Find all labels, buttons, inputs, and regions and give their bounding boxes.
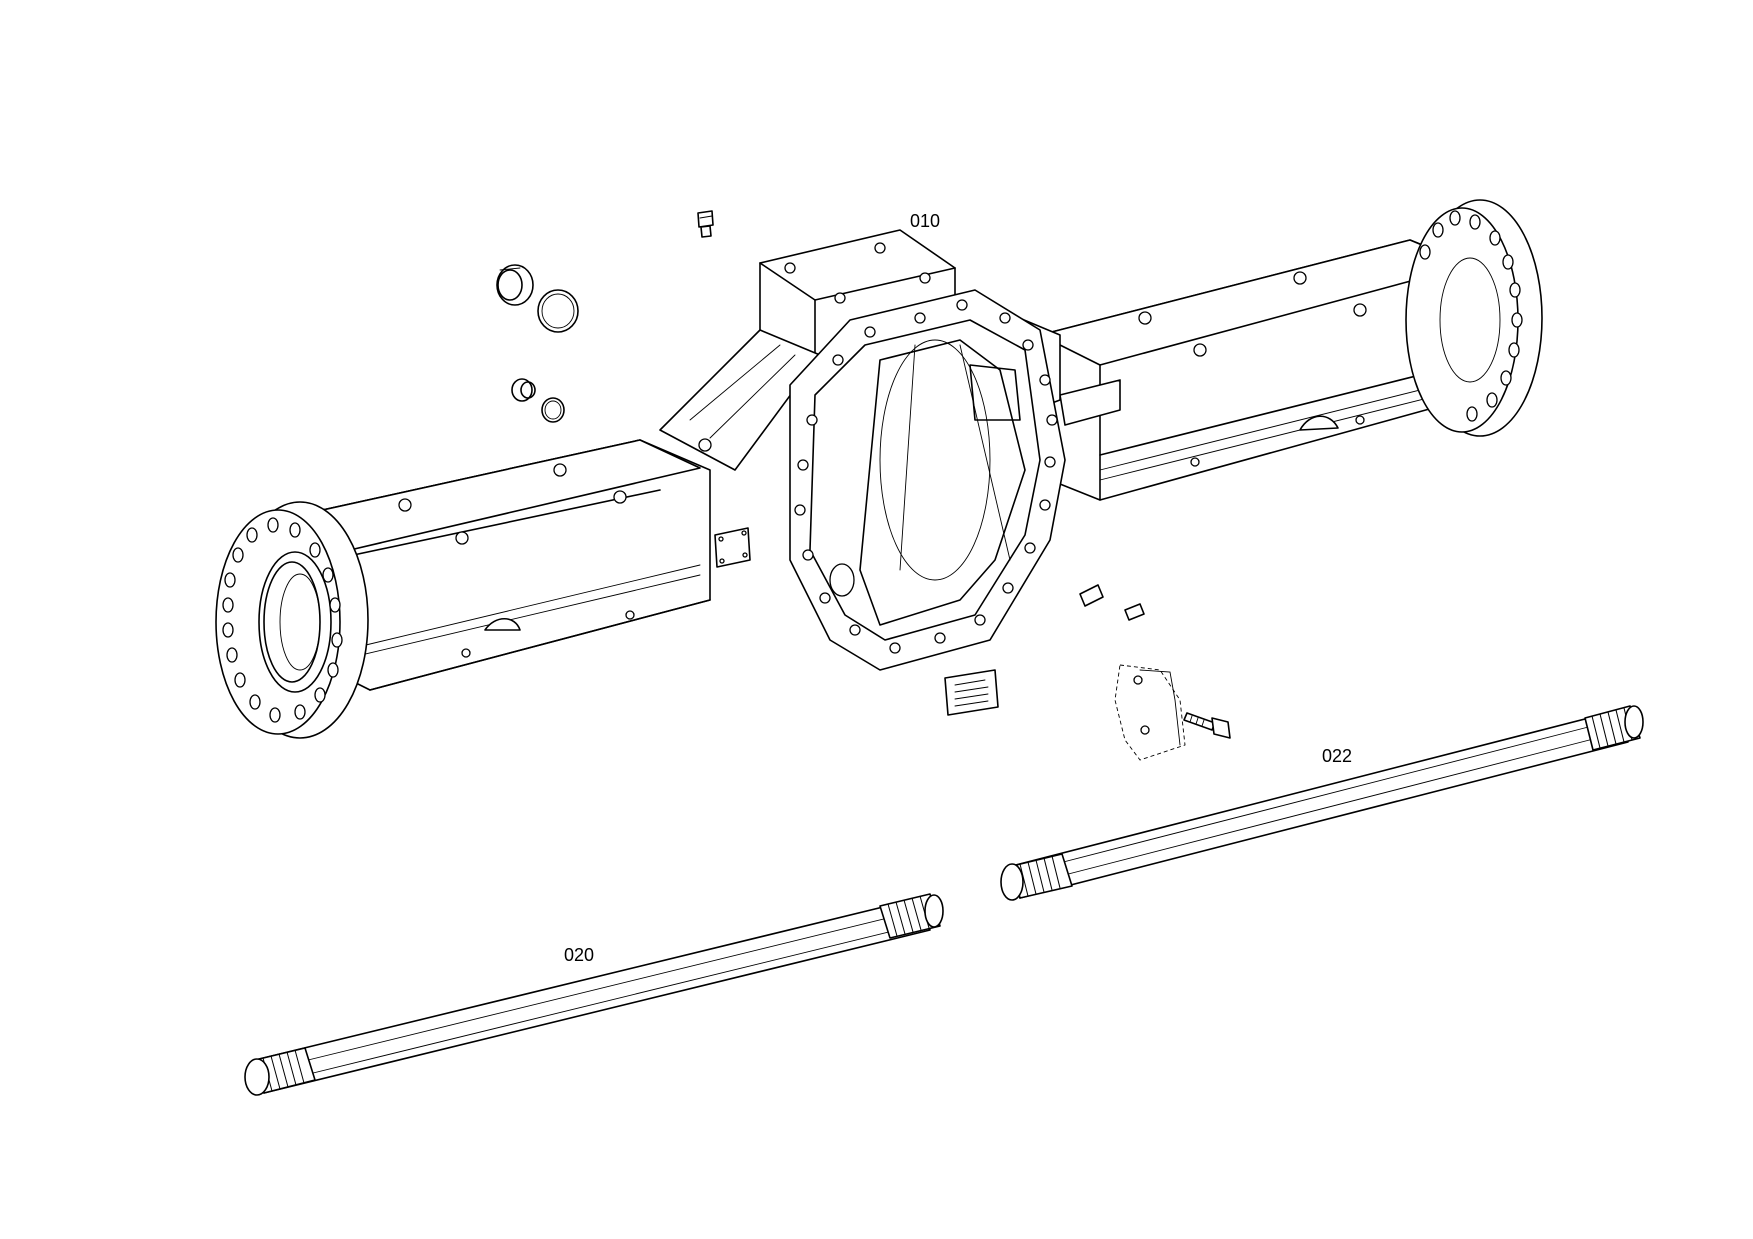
plug-small bbox=[511, 378, 536, 402]
axle-shaft-020 bbox=[244, 893, 944, 1096]
left-arm-tube bbox=[299, 439, 751, 691]
nameplate bbox=[944, 669, 999, 716]
left-flange bbox=[215, 501, 369, 739]
housing-ring-holes bbox=[794, 299, 1058, 654]
hex-bolt bbox=[1183, 712, 1231, 739]
axle-shaft-022 bbox=[1000, 705, 1644, 901]
callout-022: 022 bbox=[1322, 746, 1352, 766]
o-ring-small bbox=[541, 397, 565, 423]
o-ring-large bbox=[537, 289, 579, 333]
right-flange-bolt-holes bbox=[1419, 210, 1523, 422]
breather-valve bbox=[697, 210, 714, 238]
callout-010: 010 bbox=[910, 211, 940, 231]
right-flange bbox=[1405, 199, 1543, 437]
mounting-bracket bbox=[1114, 664, 1186, 761]
callout-020: 020 bbox=[564, 945, 594, 965]
axle-housing bbox=[215, 199, 1543, 739]
inspection-cover bbox=[714, 527, 751, 568]
plug-large bbox=[496, 264, 534, 306]
left-flange-bolt-holes bbox=[222, 517, 343, 723]
center-housing bbox=[659, 229, 1066, 671]
shaft-022-splines bbox=[1019, 707, 1633, 897]
set-screws bbox=[1079, 584, 1145, 621]
